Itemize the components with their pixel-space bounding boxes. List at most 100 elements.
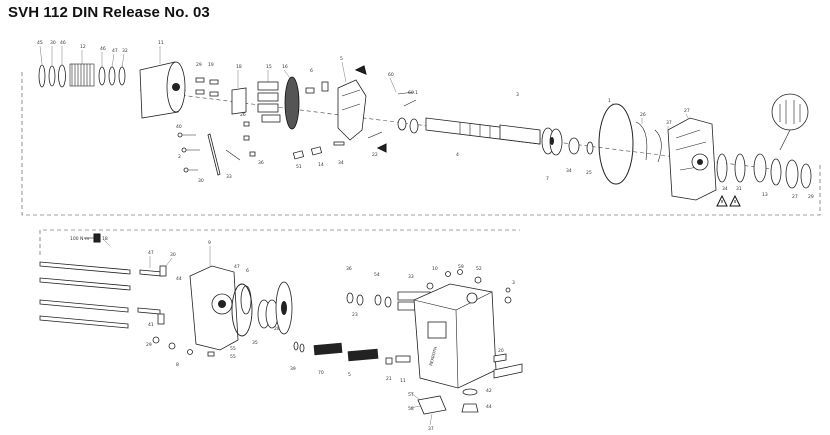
callout-label: 27 — [684, 108, 690, 114]
o-ring-group — [38, 64, 66, 88]
callout-label: 47 — [148, 250, 154, 256]
callout-label: 5 — [348, 372, 351, 378]
valve-plate — [275, 281, 293, 335]
assembly-line — [21, 72, 821, 216]
callout-label: 22 — [372, 152, 378, 158]
callout-labels: 45 30 46 12 46 47 32 11 29 19 40 18 15 1… — [37, 40, 814, 432]
bolt-group — [137, 265, 167, 325]
callout-label: 29 — [808, 194, 814, 200]
callout-label: 34 — [722, 186, 728, 192]
bolt-group — [177, 121, 256, 176]
small-parts — [292, 91, 417, 160]
callout-label: 1 — [608, 98, 611, 104]
callout-label: 10 — [432, 266, 438, 272]
callout-label: 36 — [258, 160, 264, 166]
callout-label: 26 — [240, 112, 246, 118]
callout-label: 9 — [208, 240, 211, 246]
callout-label: 3 — [512, 280, 515, 286]
callout-label: 29 — [146, 342, 152, 348]
callout-label: 37 — [666, 120, 672, 126]
brand-stamp: REXROTH — [428, 346, 438, 366]
bearing — [257, 299, 279, 329]
washer-group — [98, 66, 126, 86]
callout-label: 44 — [176, 276, 182, 282]
warning-triangle-icon — [716, 194, 728, 207]
callout-label: 60.1 — [408, 90, 418, 96]
small-parts — [305, 81, 329, 94]
callout-label: 3 — [516, 92, 519, 98]
callout-label: 15 — [266, 64, 272, 70]
drive-shaft — [397, 117, 541, 145]
callout-label: 18 — [236, 64, 242, 70]
callout-label: 55 — [230, 346, 236, 352]
callout-label: 14 — [318, 162, 324, 168]
callout-label: 42 — [486, 388, 492, 394]
callout-label: 45 — [37, 40, 43, 46]
callout-label: 12 — [80, 44, 86, 50]
callout-label: 70 — [318, 370, 324, 376]
callout-label: 33 — [226, 174, 232, 180]
callout-label: 46 — [100, 46, 106, 52]
detail-inset — [771, 93, 809, 151]
callout-label: 23 — [352, 312, 358, 318]
large-o-ring — [598, 103, 634, 185]
callout-label: 11 — [400, 378, 406, 384]
callout-label: 47 — [234, 264, 240, 270]
callout-label: 44 — [486, 404, 492, 410]
cylinder-block — [139, 61, 186, 119]
callout-label: 60 — [388, 72, 394, 78]
callout-label: 25 — [586, 170, 592, 176]
small-parts — [195, 77, 247, 115]
callout-label: 37 — [428, 426, 434, 432]
spring — [69, 63, 95, 87]
callout-label: 35 — [252, 340, 258, 346]
callout-label: 34 — [338, 160, 344, 166]
retaining-ring — [654, 129, 662, 163]
callout-label: 11 — [158, 40, 164, 46]
leader-lines — [39, 45, 689, 426]
spring — [347, 348, 379, 362]
callout-label: 26 — [640, 112, 646, 118]
callout-label: 57 — [408, 392, 414, 398]
callout-label: 58 — [408, 406, 414, 412]
spring — [313, 342, 343, 356]
sleeve — [568, 137, 594, 155]
callout-label: 29 — [196, 62, 202, 68]
arrow-icon — [354, 65, 367, 75]
callout-label: 30 — [50, 40, 56, 46]
callout-label: 41 — [148, 322, 154, 328]
fitting — [461, 388, 479, 413]
port-plate-housing — [667, 117, 717, 201]
warning-triangle-icon — [729, 194, 741, 207]
callout-label: 20 — [498, 348, 504, 354]
callout-label: 46 — [60, 40, 66, 46]
callout-label: 16 — [282, 64, 288, 70]
callout-label: 52 — [476, 266, 482, 272]
callout-label: 7 — [546, 176, 549, 182]
callout-label: 8 — [176, 362, 179, 368]
arrow-icon — [376, 143, 387, 153]
callout-label: 13 — [762, 192, 768, 198]
wrench-icon — [84, 233, 101, 243]
callout-label: 36 — [346, 266, 352, 272]
callout-label: 6 — [246, 268, 249, 274]
callout-label: 47 — [112, 48, 118, 54]
callout-label: 4 — [456, 152, 459, 158]
callout-label: 28 — [274, 326, 280, 332]
callout-label: 54 — [374, 272, 380, 278]
callout-label: 33 — [408, 274, 414, 280]
end-cover — [189, 265, 239, 351]
bearing — [541, 127, 563, 156]
callout-label: 59 — [458, 264, 464, 270]
callout-label: 2 — [178, 154, 181, 160]
callout-label: 40 — [176, 124, 182, 130]
callout-label: 32 — [122, 48, 128, 54]
callout-label: 39 — [290, 366, 296, 372]
callout-label: 31 — [736, 186, 742, 192]
swash-plate — [337, 79, 367, 141]
callout-label: 30 — [170, 252, 176, 258]
small-parts — [152, 336, 215, 357]
callout-label: 100 N·m — [70, 236, 89, 242]
long-bolt-group — [39, 261, 131, 329]
